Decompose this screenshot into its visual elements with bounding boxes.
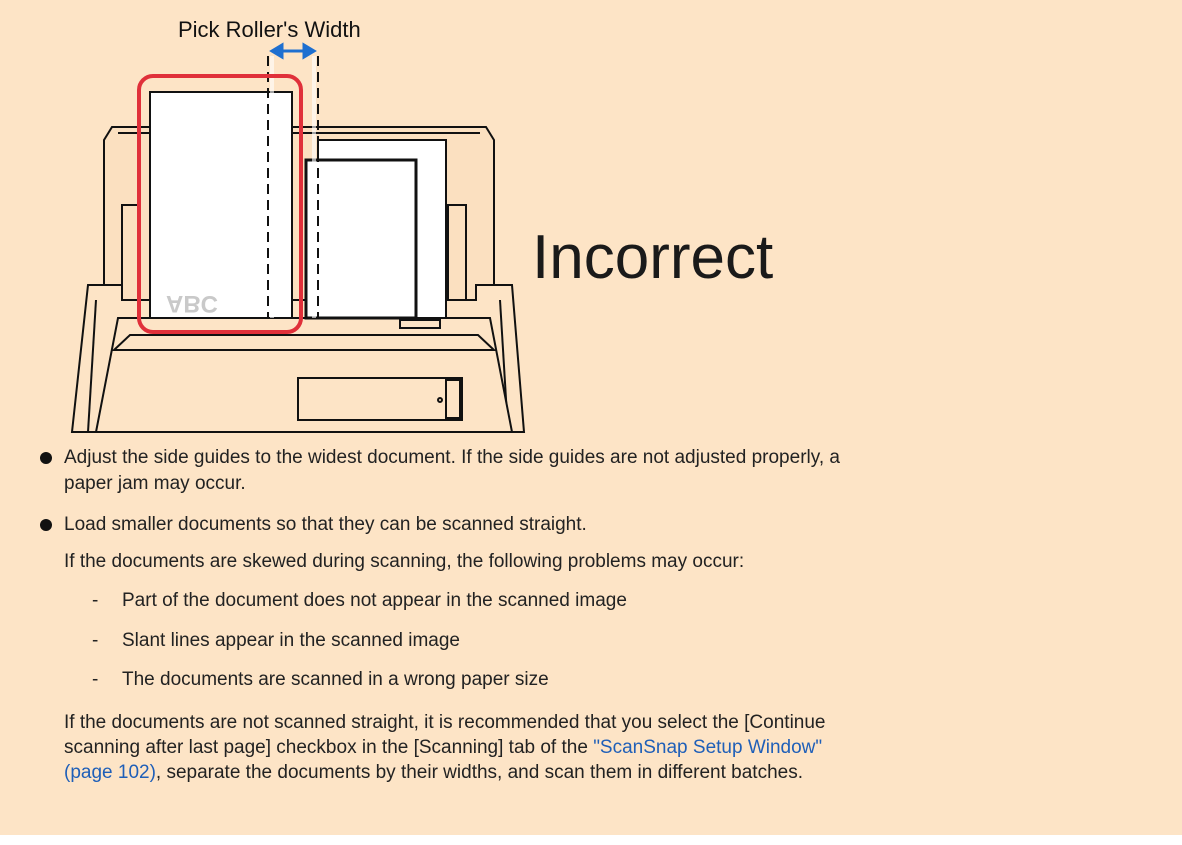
- skew-intro: If the documents are skewed during scann…: [64, 551, 745, 572]
- closing-line-3: (page 102), separate the documents by th…: [64, 761, 803, 785]
- bullet-2-line-1: Load smaller documents so that they can …: [64, 514, 587, 535]
- sub-item-2: Slant lines appear in the scanned image: [122, 630, 461, 651]
- sub-item-1: Part of the document does not appear in …: [122, 590, 627, 611]
- bullet-icon: [40, 519, 52, 531]
- page-102-link[interactable]: (page 102): [64, 762, 156, 783]
- closing-line-3-text: , separate the documents by their widths…: [155, 762, 803, 783]
- dash-marker: -: [92, 669, 99, 690]
- closing-line-1: If the documents are not scanned straigh…: [64, 712, 826, 733]
- scanner-illustration: ABC: [70, 42, 526, 433]
- dash-marker: -: [92, 590, 99, 611]
- bullet-icon: [40, 452, 52, 464]
- closing-line-2: scanning after last page] checkbox in th…: [64, 736, 822, 760]
- roller-width-caption: Pick Roller's Width: [178, 17, 361, 42]
- width-arrow-icon: [269, 42, 317, 60]
- dash-marker: -: [92, 630, 99, 651]
- sub-item-3: The documents are scanned in a wrong pap…: [122, 669, 549, 690]
- bullet-1-line-1: Adjust the side guides to the widest doc…: [64, 447, 840, 468]
- setup-window-link[interactable]: "ScanSnap Setup Window": [593, 737, 823, 758]
- document-text: ABC: [166, 290, 218, 317]
- bullet-1-line-2: paper jam may occur.: [64, 473, 246, 494]
- closing-line-2-text: scanning after last page] checkbox in th…: [64, 737, 594, 758]
- incorrect-label: Incorrect: [532, 223, 774, 292]
- highlight-frame: [137, 74, 303, 334]
